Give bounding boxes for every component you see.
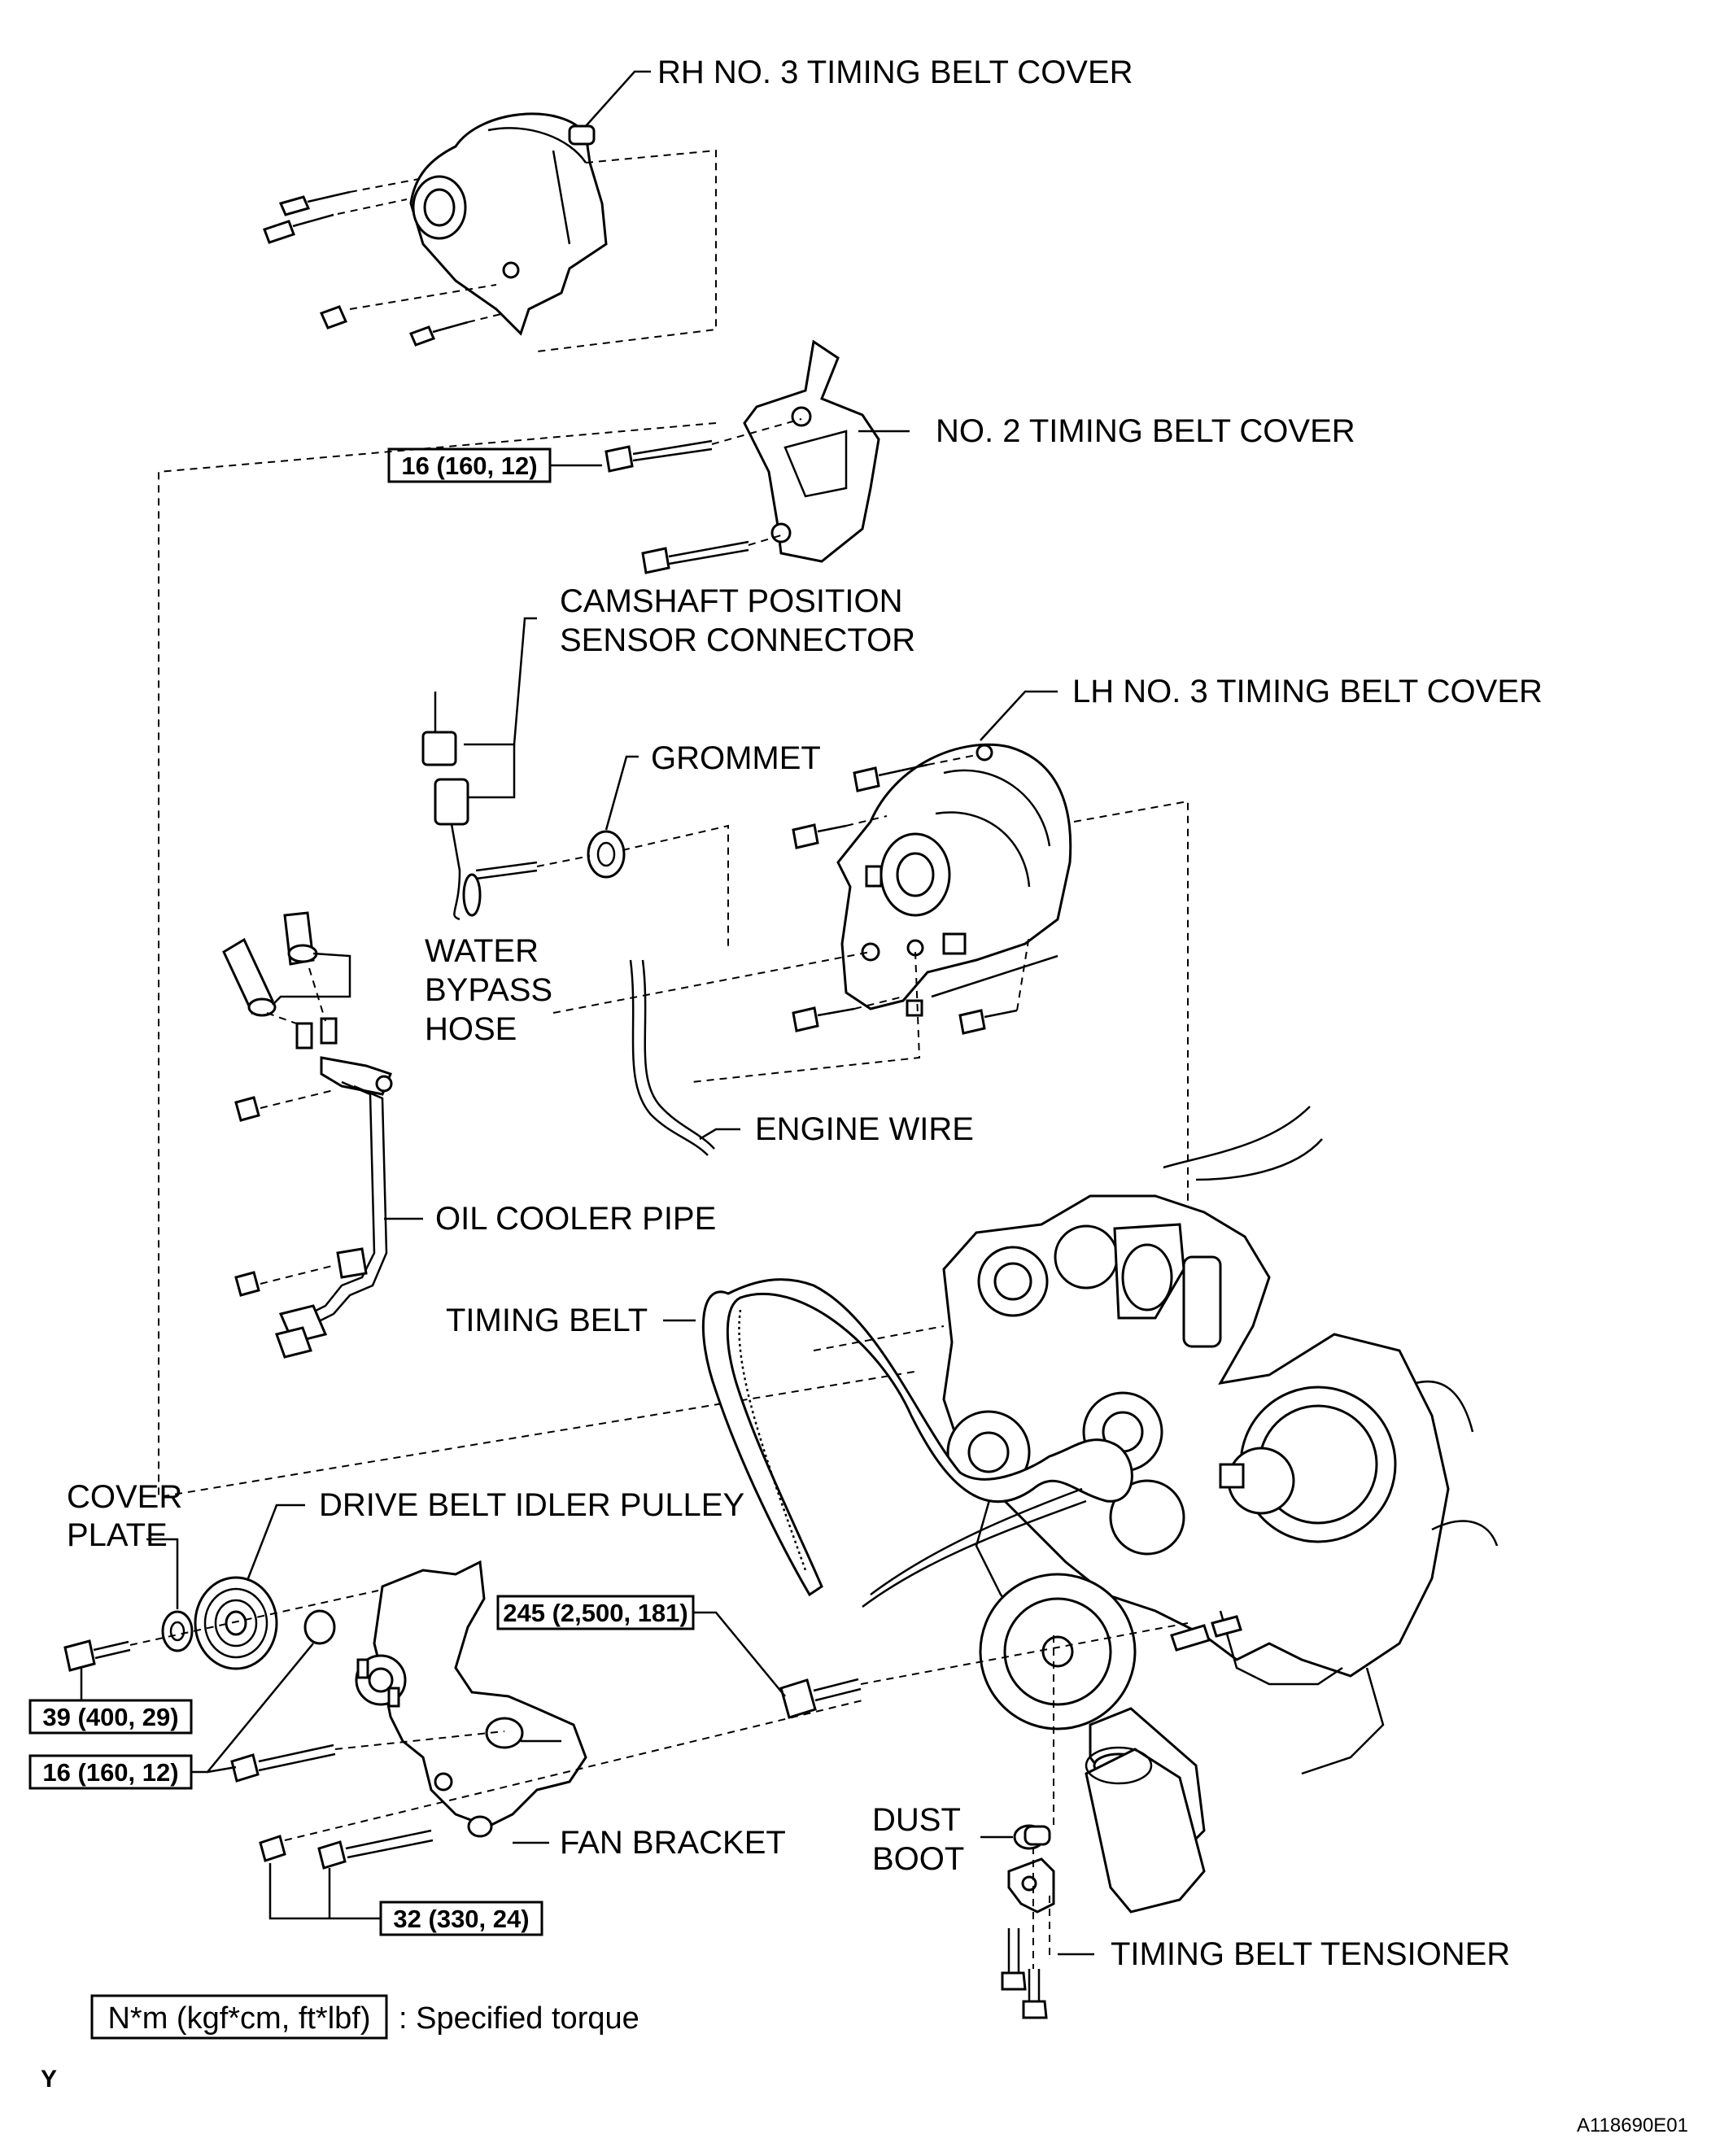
timing-belt-part <box>701 1278 1133 1608</box>
fan-bracket-bolts <box>230 1744 434 1870</box>
dust-boot-label-1: DUST <box>872 1802 961 1838</box>
grommet-dashline <box>536 855 591 867</box>
bracket-torque-box <box>28 1754 193 1790</box>
fan-bracket-part <box>355 1560 587 1838</box>
legend-description: : Specified torque <box>399 2001 639 2036</box>
no2-torque-value: 16 (160, 12) <box>401 452 537 480</box>
cam-sensor-leader <box>464 617 537 746</box>
rh-no3-cover-label: RH NO. 3 TIMING BELT COVER <box>657 55 1133 90</box>
rh-cover-bolts <box>263 190 469 347</box>
no2-cover-bolts <box>605 439 749 574</box>
cover-plate-leader <box>146 1538 179 1609</box>
fan-bracket-dashline-2 <box>284 1700 863 1841</box>
corner-mark: Y <box>41 2066 57 2093</box>
fan-bracket-label: FAN BRACKET <box>560 1825 786 1861</box>
crank-torque-leader <box>693 1611 786 1697</box>
figure-code: A118690E01 <box>1577 2115 1688 2136</box>
fan-bracket-dashline-1 <box>334 1730 505 1750</box>
no2-timing-belt-cover-part <box>743 339 880 563</box>
no2-cover-dashline-2 <box>748 535 782 546</box>
water-hose-dashline <box>308 967 326 1022</box>
lh-cover-leader <box>980 690 1058 741</box>
drive-belt-idler-label: DRIVE BELT IDLER PULLEY <box>319 1487 744 1523</box>
bracket-torque-value: 16 (160, 12) <box>42 1758 178 1787</box>
oil-pipe-nuts <box>234 1096 260 1297</box>
bracket-torque-leader-2 <box>207 1765 237 1774</box>
idler-torque-value: 39 (400, 29) <box>42 1703 178 1731</box>
lh-cover-bolts <box>792 763 1018 1035</box>
grommet-dashline-2 <box>622 824 729 948</box>
engine-wire-label: ENGINE WIRE <box>755 1111 974 1147</box>
cover-plate-label-2: PLATE <box>67 1517 168 1553</box>
oil-cooler-pipe-part <box>275 1080 388 1359</box>
idler-leader <box>247 1504 305 1579</box>
cam-sensor-leader-2 <box>468 744 516 799</box>
engine-block-part <box>942 1106 1499 1857</box>
main-alignment-dashline <box>158 422 920 1499</box>
timing-belt-dashline <box>813 1325 945 1351</box>
tensioner-body-part <box>1085 1746 1206 1914</box>
tensioner-bracket-part <box>1007 1857 1055 1914</box>
water-bypass-hose-part <box>222 911 393 1096</box>
oil-pipe-dashline-2 <box>260 1264 336 1285</box>
engine-wire-leader <box>699 1128 740 1141</box>
lh-cover-dashlines <box>552 754 1189 1481</box>
legend-unit-box <box>90 1994 388 2040</box>
camshaft-sensor-connector-part <box>421 692 538 921</box>
cover-plate-part <box>161 1610 194 1652</box>
water-hose-dashline-2 <box>266 1012 302 1026</box>
cover-plate-label-1: COVER <box>67 1479 182 1515</box>
crank-bolt-dashline <box>860 1622 1189 1685</box>
bracket-spacer <box>303 1609 336 1645</box>
crankshaft-pulley-bolt <box>779 1678 862 1719</box>
water-bypass-label-2: BYPASS <box>425 972 552 1008</box>
cam-sensor-label-2: SENSOR CONNECTOR <box>560 622 915 658</box>
dust-boot-label-2: BOOT <box>872 1841 964 1877</box>
water-hose-leader <box>272 952 351 1006</box>
lh-no3-cover-label: LH NO. 3 TIMING BELT COVER <box>1072 674 1543 709</box>
water-bypass-label-3: HOSE <box>425 1011 517 1047</box>
grommet-leader <box>605 755 639 831</box>
rh-no3-timing-belt-cover-part <box>409 112 608 336</box>
grommet-part <box>587 830 626 879</box>
no2-torque-box <box>387 447 552 483</box>
drive-belt-idler-pulley-part <box>194 1576 278 1670</box>
idler-dashline <box>129 1590 379 1646</box>
rh-cover-leader <box>585 70 651 127</box>
idler-pulley-bolt <box>63 1639 131 1672</box>
tensioner-bolts <box>1001 1928 1048 2019</box>
water-bypass-label-1: WATER <box>425 933 539 969</box>
crank-torque-box <box>496 1595 695 1630</box>
rh-cover-dashlines <box>337 149 717 352</box>
fan-bracket-torque-leader <box>268 1863 381 1920</box>
tensioner-label: TIMING BELT TENSIONER <box>1111 1936 1510 1972</box>
dust-boot-part <box>1013 1824 1051 1850</box>
idler-torque-box <box>28 1699 193 1735</box>
oil-pipe-dashline-1 <box>260 1089 334 1109</box>
legend-unit-text: N*m (kgf*cm, ft*lbf) <box>107 2001 370 2036</box>
no2-cover-label: NO. 2 TIMING BELT COVER <box>936 413 1355 449</box>
no2-cover-dashline-1 <box>711 418 802 445</box>
timing-belt-label: TIMING BELT <box>446 1303 648 1338</box>
fan-bracket-torque-value: 32 (330, 24) <box>393 1905 529 1933</box>
cam-sensor-label-1: CAMSHAFT POSITION <box>560 583 903 619</box>
engine-wire-part <box>629 959 715 1156</box>
grommet-label: GROMMET <box>651 740 821 776</box>
crank-torque-value: 245 (2,500, 181) <box>503 1599 688 1627</box>
oil-cooler-pipe-label: OIL COOLER PIPE <box>435 1201 716 1237</box>
